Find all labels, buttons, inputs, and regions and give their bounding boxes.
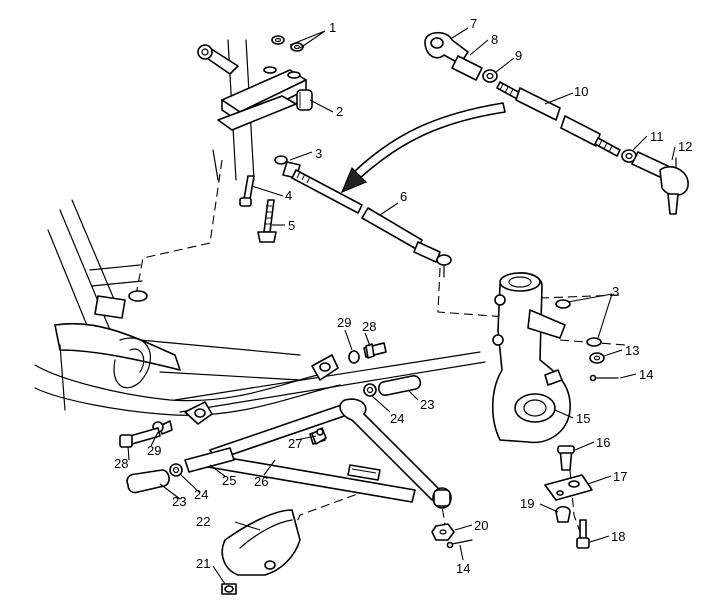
callout-27: 27	[288, 436, 302, 451]
callout-28-upper: 28	[362, 319, 376, 334]
a-arm	[207, 398, 452, 509]
callout-12: 12	[678, 139, 692, 154]
callout-19: 19	[520, 496, 534, 511]
callout-2: 2	[336, 104, 343, 119]
callout-22: 22	[196, 514, 210, 529]
callout-1: 1	[329, 20, 336, 35]
castle-nuts	[271, 35, 304, 52]
callout-20: 20	[474, 518, 488, 533]
grease-fitting	[311, 427, 327, 445]
callout-24-left: 24	[194, 487, 208, 502]
lower-nut-and-cotter	[431, 523, 473, 549]
callout-10: 10	[574, 84, 588, 99]
callout-24-right: 24	[390, 411, 404, 426]
tie-rod-installed	[282, 161, 452, 278]
pivot-tubes	[126, 375, 422, 494]
spindle	[491, 272, 571, 444]
callout-8: 8	[491, 32, 498, 47]
callout-25: 25	[222, 473, 236, 488]
ball-joint	[544, 445, 593, 549]
assembly-direction-arrow	[340, 102, 506, 194]
callout-5: 5	[288, 218, 295, 233]
callout-29-lower: 29	[147, 443, 161, 458]
frame-section	[34, 199, 486, 425]
callout-labels: 1 2 3 3 4 5 6 7 8 9 10 11 12 13 14 14 15…	[114, 16, 692, 576]
callout-15: 15	[576, 411, 590, 426]
callout-23-left: 23	[172, 494, 186, 509]
washer-and-bolts	[239, 155, 288, 243]
callout-16: 16	[596, 435, 610, 450]
callout-9: 9	[515, 48, 522, 63]
tie-rod-exploded	[424, 31, 689, 215]
callout-17: 17	[613, 469, 627, 484]
callout-18: 18	[611, 529, 625, 544]
callout-13: 13	[625, 343, 639, 358]
guard-plate	[221, 509, 301, 595]
callout-28-lower: 28	[114, 456, 128, 471]
callout-14-spindle: 14	[639, 367, 653, 382]
callout-21: 21	[196, 556, 210, 571]
callout-23-right: 23	[420, 397, 434, 412]
leader-lines	[127, 27, 676, 585]
steering-arm-plate	[217, 66, 313, 131]
callout-7: 7	[470, 16, 477, 31]
spindle-hardware	[555, 299, 619, 382]
callout-14-lower: 14	[456, 561, 470, 576]
callout-11: 11	[650, 129, 664, 144]
upper-mount-hardware	[119, 342, 387, 448]
callout-29-upper: 29	[337, 315, 351, 330]
callout-3-spindle: 3	[612, 284, 619, 299]
callout-6: 6	[400, 189, 407, 204]
callout-26: 26	[254, 474, 268, 489]
callout-3-upper: 3	[315, 146, 322, 161]
callout-4: 4	[285, 188, 292, 203]
